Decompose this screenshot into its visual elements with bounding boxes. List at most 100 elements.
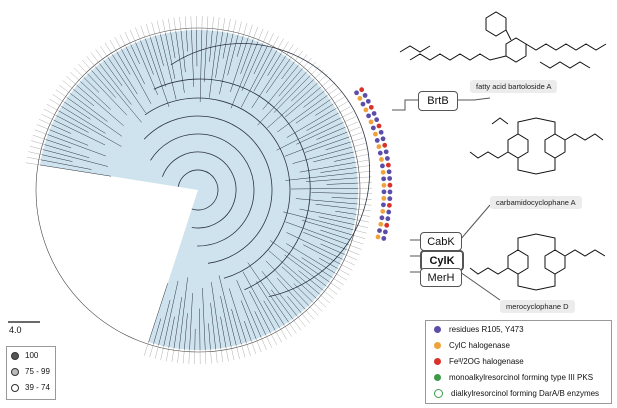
tree-internal-arc xyxy=(162,151,237,229)
tree-branch xyxy=(199,30,203,103)
tree-branch xyxy=(242,271,276,331)
feature-dot-icon xyxy=(381,236,387,241)
feature-dot-icon xyxy=(386,169,392,175)
tree-branch xyxy=(240,39,254,74)
tree-branch xyxy=(180,30,186,73)
callout-merh: MerH xyxy=(420,268,462,287)
tree-branch xyxy=(316,127,346,140)
tree-internal-arc xyxy=(143,115,273,264)
tree-branch xyxy=(311,192,358,194)
tree-branch xyxy=(281,266,317,299)
feature-dot-icon xyxy=(374,117,380,123)
tree-branch xyxy=(67,97,123,137)
feature-dot-icon xyxy=(376,144,382,150)
tree-leaf-label xyxy=(149,343,154,358)
tree-leaf-label xyxy=(160,346,164,360)
feature-dot-icon xyxy=(363,107,369,113)
tree-branch xyxy=(153,318,162,344)
tree-leaf-label xyxy=(59,84,71,94)
feature-dot-icon xyxy=(381,202,386,208)
tree-leaf-label xyxy=(27,157,41,160)
tree-leaf-label xyxy=(304,308,315,320)
tree-branch xyxy=(39,164,112,177)
tree-branch xyxy=(306,177,358,183)
tree-branch xyxy=(301,257,333,278)
tree-branch xyxy=(230,37,249,92)
tree-branch xyxy=(135,42,158,96)
tree-leaf-label xyxy=(222,18,226,32)
tree-leaf-label xyxy=(155,345,159,359)
tree-branch xyxy=(292,146,353,164)
feature-dot-icon xyxy=(381,176,387,182)
tree-leaf-label xyxy=(29,145,44,150)
tree-branch xyxy=(47,134,106,157)
tree-leaf-label xyxy=(231,346,235,361)
tree-branch xyxy=(49,129,89,146)
tree-leaf-label xyxy=(320,78,332,88)
tree-leaf-label xyxy=(90,52,100,64)
feature-dot-icon xyxy=(381,182,387,188)
tree-branch xyxy=(203,30,208,82)
tree-internal-arc xyxy=(153,78,311,291)
feature-dot-icon xyxy=(380,208,386,214)
legend-row: monoalkylresorcinol forming type III PKS xyxy=(426,370,611,385)
callout-cabk: CabK xyxy=(420,232,462,251)
tree-leaf-label xyxy=(227,19,231,33)
tree-branch xyxy=(178,277,188,349)
tree-leaf-label xyxy=(246,342,251,356)
tree-leaf-label xyxy=(41,113,55,121)
tree-branch xyxy=(277,278,306,310)
tree-leaf-label xyxy=(217,17,220,32)
tree-leaf-label xyxy=(242,23,248,37)
tree-leaf-label xyxy=(329,281,341,290)
feature-dot-icon xyxy=(386,202,392,208)
tree-branch xyxy=(209,30,213,62)
tree-branch xyxy=(91,70,116,98)
tree-branch xyxy=(286,243,335,274)
tree-leaf-label xyxy=(156,20,161,35)
tree-leaf-label xyxy=(144,342,149,356)
tree-branch xyxy=(140,40,154,75)
tree-branch xyxy=(249,291,271,333)
tree-leaf-label xyxy=(308,305,319,316)
tree-branch xyxy=(220,316,227,348)
tree-leaf-label xyxy=(146,23,151,38)
tree-leaf-label xyxy=(309,65,320,76)
tree-branch xyxy=(199,308,201,350)
tree-branch xyxy=(284,87,321,118)
caption-merocyclophane: merocyclophane D xyxy=(500,300,575,313)
feature-dot-icon xyxy=(362,93,368,98)
tree-branch xyxy=(253,50,277,92)
tree-branch xyxy=(165,33,176,79)
tree-leaf-label xyxy=(257,28,264,42)
tree-leaf-label xyxy=(340,111,354,118)
tree-leaf-label xyxy=(352,143,366,148)
tree-leaf-label xyxy=(344,254,358,261)
tree-leaf-label xyxy=(179,16,182,31)
tree-branch xyxy=(158,299,171,346)
tree-leaf-label xyxy=(109,39,118,53)
tree-leaf-label xyxy=(212,16,214,31)
tree-branch xyxy=(130,44,140,65)
tree-branch xyxy=(267,53,282,76)
tree-branch xyxy=(326,182,358,185)
tree-leaf-label xyxy=(357,170,371,173)
feature-dot-icon xyxy=(382,229,388,235)
feature-dot-icon xyxy=(360,101,366,107)
tree-leaf-label xyxy=(183,349,185,364)
legend-label: dialkylresorcinol forming DarA/B enzymes xyxy=(451,389,600,398)
tree-leaf-label xyxy=(173,17,176,32)
tree-branch xyxy=(99,63,132,105)
feature-dot-icon xyxy=(376,123,382,129)
feature-dot-icon xyxy=(374,137,380,143)
tree-leaf-label xyxy=(313,69,324,80)
legend-row: dialkylresorcinol forming DarA/B enzymes xyxy=(426,386,611,401)
legend-dot-icon xyxy=(434,374,441,381)
tree-leaf-label xyxy=(339,263,353,271)
tree-leaf-label xyxy=(104,42,113,55)
feature-dot-icon xyxy=(381,195,387,201)
feature-dot-icon xyxy=(387,196,393,202)
tree-leaf-label xyxy=(168,18,171,33)
